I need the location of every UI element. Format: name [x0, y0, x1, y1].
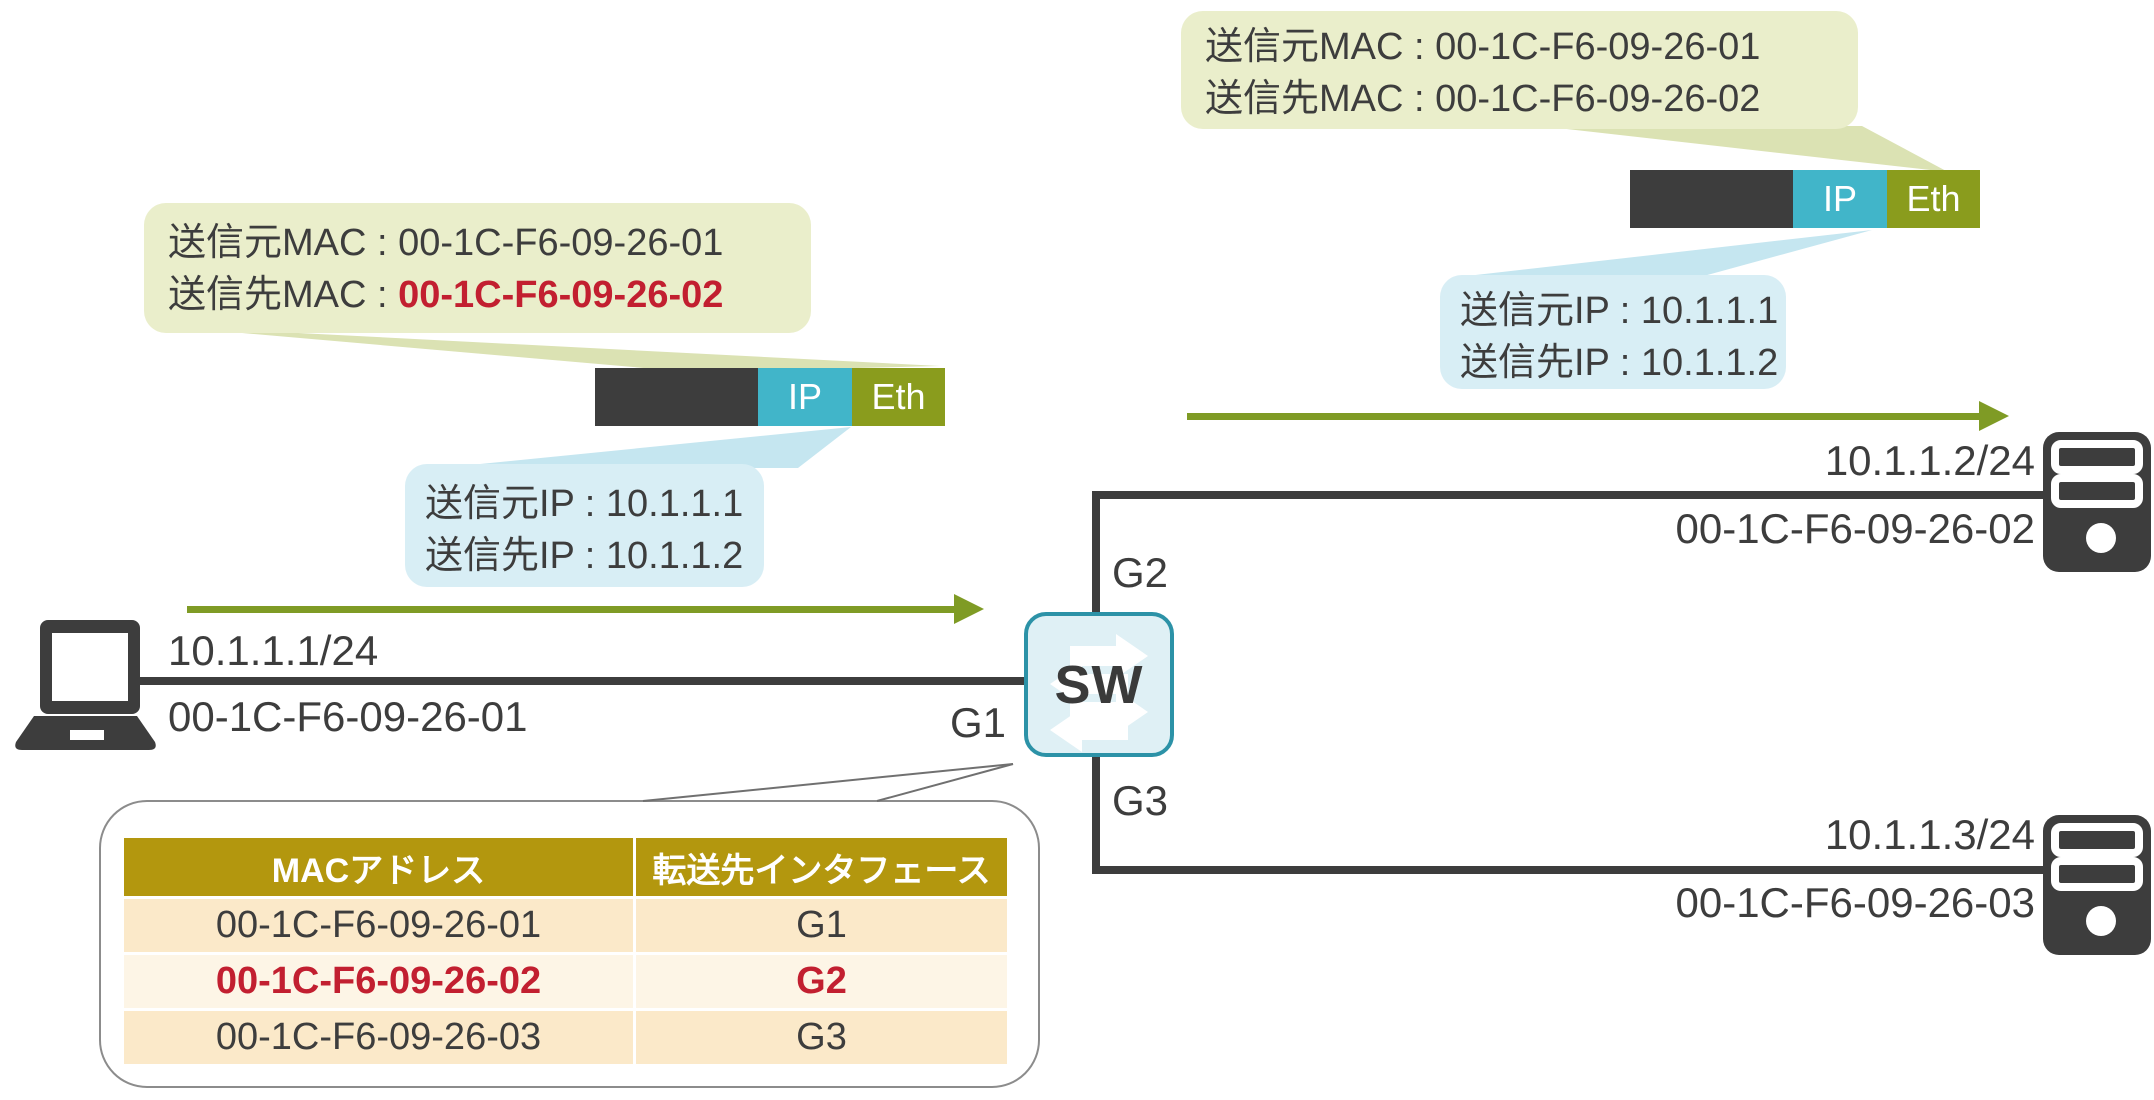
packet-right-eth-header: Eth — [1887, 170, 1980, 228]
port-g2-label: G2 — [1112, 549, 1169, 596]
dst-mac-label: 送信先MAC : — [1205, 78, 1436, 121]
port-g3-label: G3 — [1112, 777, 1169, 824]
right-mac-callout-tail — [1540, 126, 1948, 172]
src-ip-value: 10.1.1.1 — [1640, 290, 1779, 332]
mac-cell: 00-1C-F6-09-26-03 — [124, 1009, 636, 1067]
packet-left-eth-label: Eth — [871, 376, 926, 417]
packet-flow-arrow-right — [1187, 401, 2009, 431]
dst-mac-value-highlighted: 00-1C-F6-09-26-02 — [398, 274, 724, 317]
right-mac-src-line: 送信元MAC : 00-1C-F6-09-26-01 — [1205, 21, 1858, 73]
packet-left-eth-header: Eth — [852, 368, 945, 426]
mac-table-header-port: 転送先インタフェース — [634, 838, 1010, 899]
packet-right-eth-label: Eth — [1906, 178, 1961, 219]
port-cell: G1 — [634, 897, 1010, 955]
left-ip-callout: 送信元IP : 10.1.1.1 送信先IP : 10.1.1.2 — [405, 464, 764, 587]
port-g1-label: G1 — [950, 699, 1007, 746]
switch-label: SW — [1054, 654, 1144, 715]
src-ip-value: 10.1.1.1 — [605, 483, 744, 525]
left-mac-src-line: 送信元MAC : 00-1C-F6-09-26-01 — [168, 217, 811, 269]
table-row-highlighted: 00-1C-F6-09-26-02 G2 — [124, 953, 1010, 1011]
src-ip-label: 送信元IP : — [1460, 290, 1641, 332]
dst-mac-value: 00-1C-F6-09-26-02 — [1435, 78, 1761, 121]
server1-icon — [2043, 432, 2151, 572]
switch-arrows-icon — [1050, 634, 1148, 752]
left-ip-dst-line: 送信先IP : 10.1.1.2 — [425, 530, 764, 582]
server2-mac-label: 00-1C-F6-09-26-03 — [1675, 879, 2035, 926]
server1-ip-label: 10.1.1.2/24 — [1824, 437, 2035, 484]
table-row: 00-1C-F6-09-26-03 G3 — [124, 1009, 1010, 1067]
packet-left-ip-label: IP — [787, 376, 822, 417]
port-cell: G3 — [634, 1009, 1010, 1067]
packet-left-payload — [595, 368, 758, 426]
dst-ip-value: 10.1.1.2 — [605, 535, 744, 578]
left-ip-src-line: 送信元IP : 10.1.1.1 — [425, 478, 764, 530]
dst-ip-label: 送信先IP : — [425, 535, 606, 578]
left-mac-dst-line: 送信先MAC : 00-1C-F6-09-26-02 — [168, 269, 811, 321]
link-g3-to-server2 — [1092, 866, 2102, 874]
packet-right-ip-header: IP — [1793, 170, 1887, 228]
packet-right-ip-label: IP — [1822, 178, 1857, 219]
packet-left-ip-header: IP — [758, 368, 852, 426]
left-mac-callout-tail — [162, 326, 940, 372]
link-g2-vertical — [1092, 495, 1100, 620]
pc-mac-label: 00-1C-F6-09-26-01 — [168, 693, 528, 740]
src-mac-value: 00-1C-F6-09-26-01 — [1435, 26, 1761, 68]
mac-address-table: MACアドレス 転送先インタフェース 00-1C-F6-09-26-01 G1 … — [124, 838, 1010, 1067]
packet-right-payload — [1630, 170, 1793, 228]
right-ip-dst-line: 送信先IP : 10.1.1.2 — [1460, 337, 1786, 389]
server2-ip-label: 10.1.1.3/24 — [1824, 811, 2035, 858]
mac-cell: 00-1C-F6-09-26-02 — [124, 953, 636, 1011]
laptop-icon — [15, 620, 156, 750]
dst-ip-label: 送信先IP : — [1460, 342, 1641, 385]
right-ip-callout-tail — [1458, 230, 1872, 277]
link-g3-vertical — [1092, 750, 1100, 874]
server2-icon — [2043, 815, 2151, 955]
port-cell: G2 — [634, 953, 1010, 1011]
src-mac-value: 00-1C-F6-09-26-01 — [398, 222, 724, 264]
dst-mac-label: 送信先MAC : — [168, 274, 399, 317]
src-mac-label: 送信元MAC : — [1205, 26, 1436, 68]
switch-icon: SW — [1024, 612, 1174, 757]
right-ip-src-line: 送信元IP : 10.1.1.1 — [1460, 285, 1786, 337]
right-ip-callout: 送信元IP : 10.1.1.1 送信先IP : 10.1.1.2 — [1440, 275, 1786, 389]
packet-flow-arrow-left — [187, 594, 984, 624]
pc-ip-label: 10.1.1.1/24 — [168, 627, 379, 674]
src-mac-label: 送信元MAC : — [168, 222, 399, 264]
table-row: 00-1C-F6-09-26-01 G1 — [124, 897, 1010, 955]
mac-table-header-row: MACアドレス 転送先インタフェース — [124, 838, 1010, 899]
left-mac-callout: 送信元MAC : 00-1C-F6-09-26-01 送信先MAC : 00-1… — [144, 203, 811, 333]
right-mac-dst-line: 送信先MAC : 00-1C-F6-09-26-02 — [1205, 73, 1858, 125]
link-g2-to-server1 — [1092, 491, 2102, 499]
mac-cell: 00-1C-F6-09-26-01 — [124, 897, 636, 955]
mac-table-header-mac: MACアドレス — [124, 838, 636, 899]
right-mac-callout: 送信元MAC : 00-1C-F6-09-26-01 送信先MAC : 00-1… — [1181, 11, 1858, 129]
link-pc-to-switch — [130, 677, 1030, 685]
dst-ip-value: 10.1.1.2 — [1640, 342, 1779, 385]
server1-mac-label: 00-1C-F6-09-26-02 — [1675, 505, 2035, 552]
src-ip-label: 送信元IP : — [425, 483, 606, 525]
left-ip-callout-tail — [440, 427, 851, 468]
